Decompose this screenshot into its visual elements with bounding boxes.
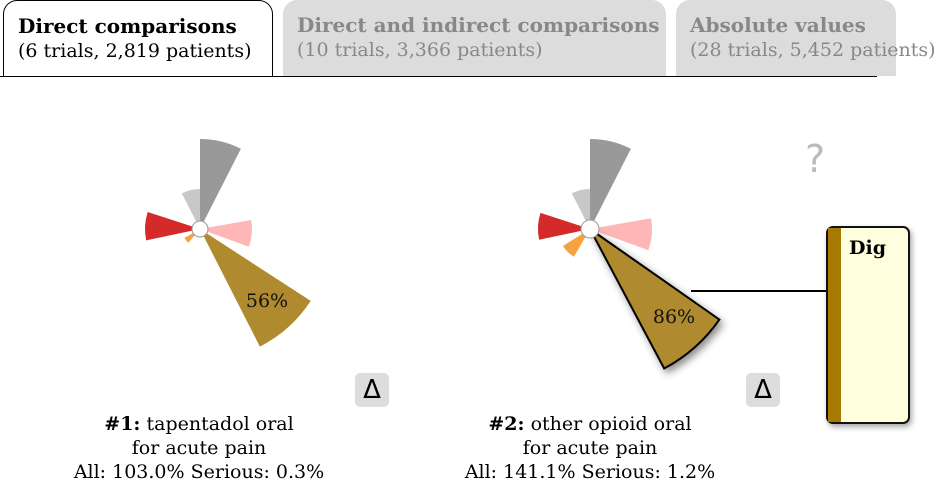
petal-red[interactable] — [145, 212, 200, 241]
delta-button-2[interactable]: Δ — [746, 373, 780, 407]
treatment-caption-1: #1: tapentadol oral for acute pain All: … — [39, 412, 359, 484]
tab-direct-comparisons[interactable]: Direct comparisons (6 trials, 2,819 pati… — [3, 0, 273, 76]
treatment-indication: for acute pain — [131, 437, 267, 459]
petal-pink[interactable] — [590, 218, 653, 251]
tab-subtitle: (6 trials, 2,819 patients) — [18, 40, 252, 62]
treatment-stats: All: 141.1% Serious: 1.2% — [464, 461, 716, 483]
rose-chart-tapentadol[interactable]: 56% — [145, 138, 311, 347]
petal-gold[interactable] — [200, 229, 311, 347]
popup-connector-line — [691, 290, 826, 292]
petal-gray-dark[interactable] — [590, 138, 631, 229]
highlight-percent-label: 56% — [246, 290, 288, 312]
tab-bar-divider — [0, 76, 877, 77]
tab-absolute-values[interactable]: Absolute values (28 trials, 5,452 patien… — [676, 0, 936, 76]
tab-title: Direct and indirect comparisons — [297, 13, 660, 37]
petal-gray-dark[interactable] — [200, 138, 241, 229]
tab-title: Direct comparisons — [18, 14, 237, 38]
treatment-name: other opioid oral — [530, 413, 692, 435]
treatment-stats: All: 103.0% Serious: 0.3% — [73, 461, 325, 483]
treatment-rank: #2: — [488, 413, 525, 435]
rose-chart-other-opioid[interactable]: 86% — [537, 138, 721, 370]
rose-center — [580, 219, 600, 239]
petal-orange[interactable] — [562, 229, 590, 257]
help-question-icon[interactable]: ? — [805, 137, 826, 181]
treatment-name: tapentadol oral — [146, 413, 294, 435]
delta-button-1[interactable]: Δ — [355, 373, 389, 407]
petal-pink[interactable] — [200, 220, 253, 247]
tab-subtitle: (10 trials, 3,366 patients) — [297, 39, 543, 61]
petal-gold[interactable] — [589, 228, 721, 370]
popup-color-stripe — [828, 228, 841, 422]
petal-gray-light[interactable] — [181, 189, 200, 229]
details-popup[interactable]: Dig — [826, 226, 910, 424]
rose-center — [191, 220, 209, 238]
popup-title: Dig — [849, 237, 886, 259]
highlight-percent-label: 86% — [653, 306, 695, 328]
tab-title: Absolute values — [690, 13, 866, 37]
petal-gray-light[interactable] — [571, 189, 590, 229]
tab-direct-indirect-comparisons[interactable]: Direct and indirect comparisons (10 tria… — [283, 0, 666, 76]
tab-subtitle: (28 trials, 5,452 patients) — [690, 39, 936, 61]
rose-charts: 56% 86% — [145, 138, 721, 370]
treatment-rank: #1: — [104, 413, 141, 435]
treatment-caption-2: #2: other opioid oral for acute pain All… — [430, 412, 750, 484]
treatment-indication: for acute pain — [522, 437, 658, 459]
petal-red[interactable] — [537, 212, 590, 240]
